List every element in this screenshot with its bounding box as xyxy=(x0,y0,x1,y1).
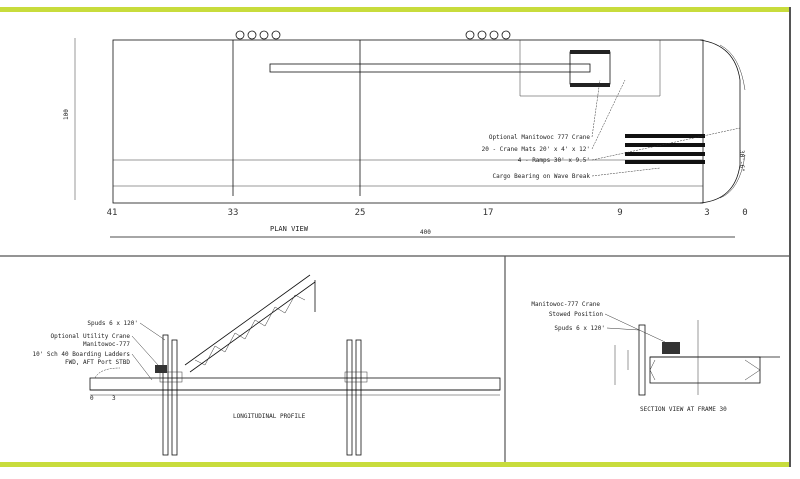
svg-text:9: 9 xyxy=(617,208,622,218)
svg-text:33: 33 xyxy=(228,208,239,218)
callout-cargo: Cargo Bearing on Wave Break xyxy=(492,173,590,180)
plan-view: Optional Manitowoc 777 Crane 20 - Crane … xyxy=(63,30,748,238)
spud-aft xyxy=(346,339,353,456)
profile-view: Spuds 6 x 120' Optional Utility Crane Ma… xyxy=(32,274,501,456)
crane-boom-profile xyxy=(184,274,316,373)
bow-outline xyxy=(699,39,741,204)
spud-section xyxy=(638,324,646,396)
section-view-title: SECTION VIEW AT FRAME 30 xyxy=(640,406,727,413)
svg-text:0: 0 xyxy=(742,208,747,218)
top-accent-bar xyxy=(0,7,790,12)
callout-crane: Optional Manitowoc 777 Crane xyxy=(489,134,591,141)
ramp-dimension: 30'-6" xyxy=(738,150,745,172)
callout-spuds-section: Spuds 6 x 120' xyxy=(554,325,605,332)
callout-ramps: 4 - Ramps 30' x 9.5' xyxy=(518,157,590,164)
station-labels: 41 33 25 17 9 3 0 xyxy=(107,208,748,218)
spud-wells xyxy=(235,30,511,40)
callout-ladders: 10' Sch 40 Boarding Ladders xyxy=(32,351,130,358)
callout-utility-crane: Optional Utility Crane xyxy=(51,333,131,340)
svg-text:25: 25 xyxy=(355,208,366,218)
svg-text:3: 3 xyxy=(112,395,116,402)
callout-spuds: Spuds 6 x 120' xyxy=(87,320,138,327)
svg-text:41: 41 xyxy=(107,208,118,218)
spud-fwd xyxy=(162,334,169,456)
length-dimension: 400 xyxy=(420,229,431,236)
svg-text:0: 0 xyxy=(90,395,94,402)
profile-view-title: LONGITUDINAL PROFILE xyxy=(233,413,306,420)
callout-port-stbd: FWD, AFT Port STBD xyxy=(65,359,130,366)
barge-deck-outline xyxy=(112,39,704,204)
hull-profile xyxy=(89,377,501,391)
hull-section xyxy=(649,356,761,384)
width-dimension: 100 xyxy=(63,109,70,120)
crane-boom-plan xyxy=(269,63,591,73)
section-view: Manitowoc-777 Crane Stowed Position Spud… xyxy=(531,301,780,413)
callout-stowed: Stowed Position xyxy=(549,311,604,318)
callout-crane-mats: 20 - Crane Mats 20' x 4' x 12' xyxy=(482,146,590,153)
callout-crane-section: Manitowoc-777 Crane xyxy=(531,301,600,308)
svg-text:3: 3 xyxy=(704,208,709,218)
crane-mats xyxy=(625,134,705,164)
bottom-accent-bar xyxy=(0,462,790,467)
callout-manitowoc: Manitowoc-777 xyxy=(83,341,130,348)
plan-view-title: PLAN VIEW xyxy=(270,225,309,233)
svg-text:17: 17 xyxy=(483,208,494,218)
crane-stowed xyxy=(662,342,680,354)
